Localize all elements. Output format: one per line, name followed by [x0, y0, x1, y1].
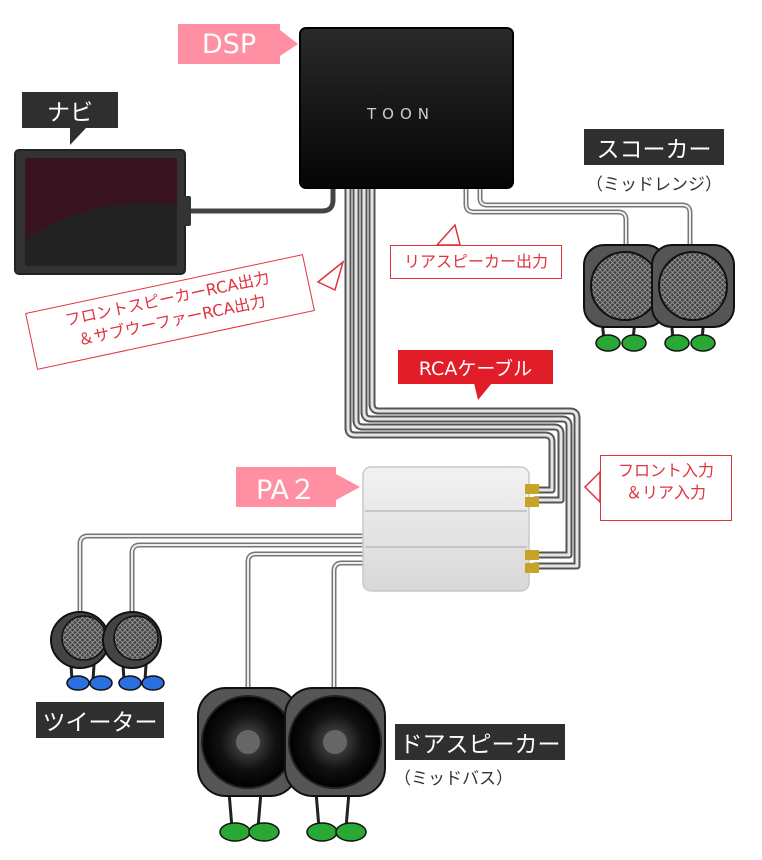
rear-output-callout: リアスピーカー出力: [390, 245, 562, 279]
pa2-label: PA２: [236, 467, 336, 507]
label-pointers: [70, 30, 601, 504]
navi-cable: [185, 182, 336, 214]
door-cables: [245, 551, 368, 691]
tweeter-right: [102, 611, 165, 691]
tweeter-cables: [77, 533, 368, 615]
door-speaker-right: [284, 687, 386, 842]
door-speaker-left: [197, 687, 299, 842]
door-speaker-sublabel: （ミッドバス）: [394, 769, 513, 789]
rca-bundle: [344, 182, 581, 570]
squawker-sublabel: （ミッドレンジ）: [586, 175, 722, 195]
squawker-label: スコーカー: [584, 129, 724, 165]
navi-label: ナビ: [22, 92, 118, 128]
door-speaker-label: ドアスピーカー: [395, 724, 565, 760]
dsp-brand-logo: TOON: [367, 105, 435, 123]
squawker-left: [583, 244, 667, 352]
rear-output-text: リアスピーカー出力: [403, 252, 548, 271]
squawker-right: [651, 244, 735, 352]
rca-cable-label: RCAケーブル: [398, 350, 553, 384]
tweeter-label: ツイーター: [36, 702, 164, 738]
navi-unit: [14, 149, 191, 275]
dsp-unit: [299, 27, 514, 189]
front-input-callout: フロント入力 ＆リア入力: [600, 455, 732, 521]
squawker-speakers: [583, 244, 735, 352]
door-speakers: [197, 687, 386, 842]
front-input-text-2: ＆リア入力: [625, 483, 706, 502]
front-input-text-1: フロント入力: [617, 461, 714, 480]
cables: [77, 182, 693, 691]
tweeter-left: [50, 611, 113, 691]
squawker-cables: [463, 183, 693, 253]
tweeter-speakers: [50, 611, 165, 691]
dsp-label: DSP: [178, 24, 280, 64]
amp-unit: [362, 466, 539, 592]
